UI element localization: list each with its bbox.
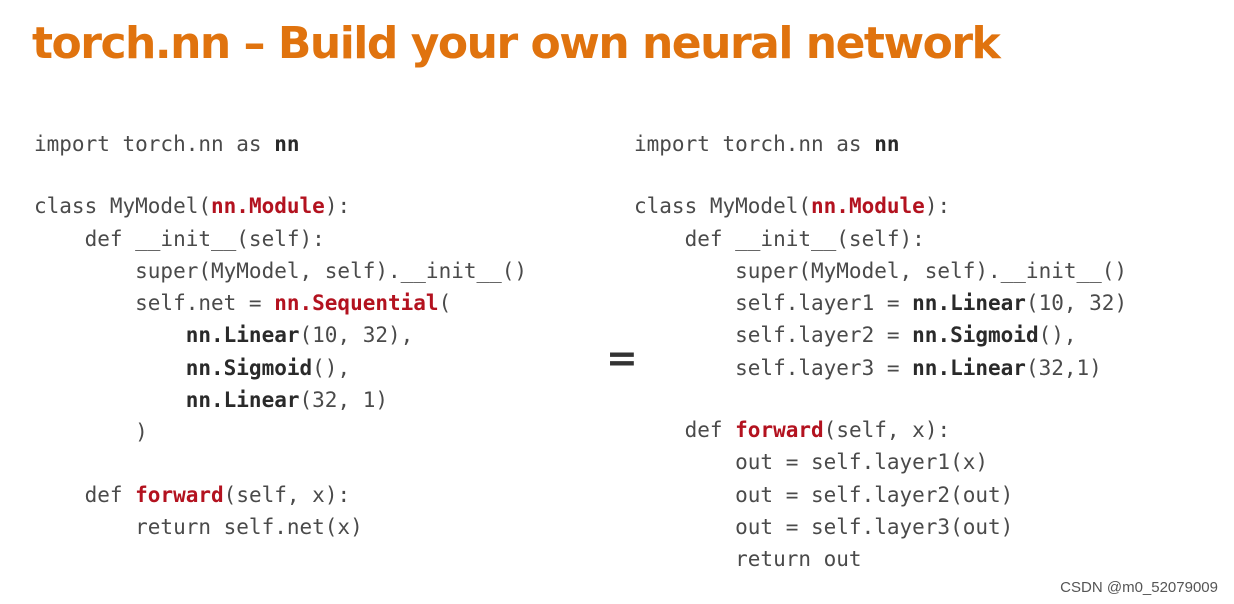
code-line: out = self.layer1(x) bbox=[634, 446, 1127, 478]
code-text: out = self.layer2(out) bbox=[634, 482, 1014, 507]
code-keyword: nn.Module bbox=[211, 194, 325, 219]
code-text: ( bbox=[438, 291, 452, 316]
code-text: super(MyModel, self).__init__() bbox=[34, 258, 528, 283]
code-block-sequential: import torch.nn as nn class MyModel(nn.Mo… bbox=[34, 128, 527, 543]
code-text bbox=[34, 388, 186, 412]
code-line: def forward(self, x): bbox=[34, 479, 527, 511]
code-text: return self.net(x) bbox=[34, 514, 363, 539]
code-text: ) bbox=[34, 420, 148, 445]
slide-title: torch.nn – Build your own neural network bbox=[32, 18, 1001, 69]
blank-line bbox=[34, 449, 527, 479]
code-line: def __init__(self): bbox=[34, 223, 527, 255]
code-text: (32,1) bbox=[1025, 355, 1102, 380]
code-bold: nn.Sigmoid bbox=[912, 323, 1039, 348]
equals-sign: = bbox=[606, 336, 638, 380]
code-keyword: forward bbox=[135, 482, 224, 507]
code-text: import torch.nn as bbox=[634, 132, 875, 156]
code-line: super(MyModel, self).__init__() bbox=[34, 255, 527, 287]
code-text: class MyModel( bbox=[634, 194, 812, 219]
code-line: out = self.layer3(out) bbox=[634, 511, 1127, 543]
code-text: def bbox=[34, 482, 136, 507]
code-line: nn.Linear(32, 1) bbox=[34, 384, 527, 416]
code-text: self.layer1 = bbox=[634, 291, 913, 316]
code-text: import torch.nn as bbox=[34, 132, 275, 156]
code-text: super(MyModel, self).__init__() bbox=[634, 258, 1128, 283]
code-line: return self.net(x) bbox=[34, 511, 527, 543]
code-text: ): bbox=[924, 194, 951, 219]
code-text: (), bbox=[1038, 323, 1077, 348]
code-line: self.net = nn.Sequential( bbox=[34, 287, 527, 319]
code-keyword: nn.Sequential bbox=[274, 291, 439, 316]
code-line: def __init__(self): bbox=[634, 223, 1127, 255]
code-line: super(MyModel, self).__init__() bbox=[634, 255, 1127, 287]
code-line: out = self.layer2(out) bbox=[634, 479, 1127, 511]
code-text: out = self.layer1(x) bbox=[634, 450, 989, 475]
code-line: self.layer2 = nn.Sigmoid(), bbox=[634, 319, 1127, 351]
code-text bbox=[34, 323, 186, 347]
code-block-explicit-layers: import torch.nn as nn class MyModel(nn.Mo… bbox=[634, 128, 1127, 576]
code-line: ) bbox=[34, 416, 527, 448]
code-line: import torch.nn as nn bbox=[34, 128, 527, 160]
code-text: def __init__(self): bbox=[34, 226, 325, 251]
code-bold: nn.Linear bbox=[185, 323, 300, 348]
code-text: return out bbox=[634, 547, 862, 572]
code-line: def forward(self, x): bbox=[634, 414, 1127, 446]
code-line: return out bbox=[634, 543, 1127, 575]
code-line: self.layer3 = nn.Linear(32,1) bbox=[634, 352, 1127, 384]
code-text: self.layer2 = bbox=[634, 323, 913, 348]
code-line: import torch.nn as nn bbox=[634, 128, 1127, 160]
code-bold: nn.Linear bbox=[185, 388, 300, 413]
code-line: class MyModel(nn.Module): bbox=[634, 190, 1127, 222]
code-text: def bbox=[634, 418, 736, 443]
code-text: self.net = bbox=[34, 291, 275, 316]
code-bold: nn.Linear bbox=[912, 355, 1026, 380]
code-line: self.layer1 = nn.Linear(10, 32) bbox=[634, 287, 1127, 319]
code-line: nn.Sigmoid(), bbox=[34, 352, 527, 384]
code-keyword: forward bbox=[735, 418, 824, 443]
code-text: (10, 32) bbox=[1025, 291, 1128, 316]
code-keyword: nn.Module bbox=[811, 194, 925, 219]
code-text: ): bbox=[324, 194, 351, 219]
blank-line bbox=[634, 160, 1127, 190]
code-text: (self, x): bbox=[823, 418, 951, 443]
code-text: class MyModel( bbox=[34, 194, 212, 219]
code-bold: nn.Sigmoid bbox=[185, 355, 313, 380]
code-text bbox=[34, 356, 186, 380]
code-text: out = self.layer3(out) bbox=[634, 514, 1014, 539]
code-text: (10, 32), bbox=[299, 323, 414, 348]
code-bold: nn.Linear bbox=[912, 291, 1026, 316]
code-text: (self, x): bbox=[223, 482, 351, 507]
blank-line bbox=[34, 160, 527, 190]
code-bold: nn bbox=[274, 132, 300, 156]
code-bold: nn bbox=[874, 132, 900, 156]
code-text: (), bbox=[312, 355, 351, 380]
code-text: self.layer3 = bbox=[634, 355, 913, 380]
code-line: nn.Linear(10, 32), bbox=[34, 319, 527, 351]
blank-line bbox=[634, 384, 1127, 414]
code-line: class MyModel(nn.Module): bbox=[34, 190, 527, 222]
code-text: def __init__(self): bbox=[634, 226, 925, 251]
code-text: (32, 1) bbox=[299, 388, 389, 413]
watermark: CSDN @m0_52079009 bbox=[1060, 579, 1218, 596]
